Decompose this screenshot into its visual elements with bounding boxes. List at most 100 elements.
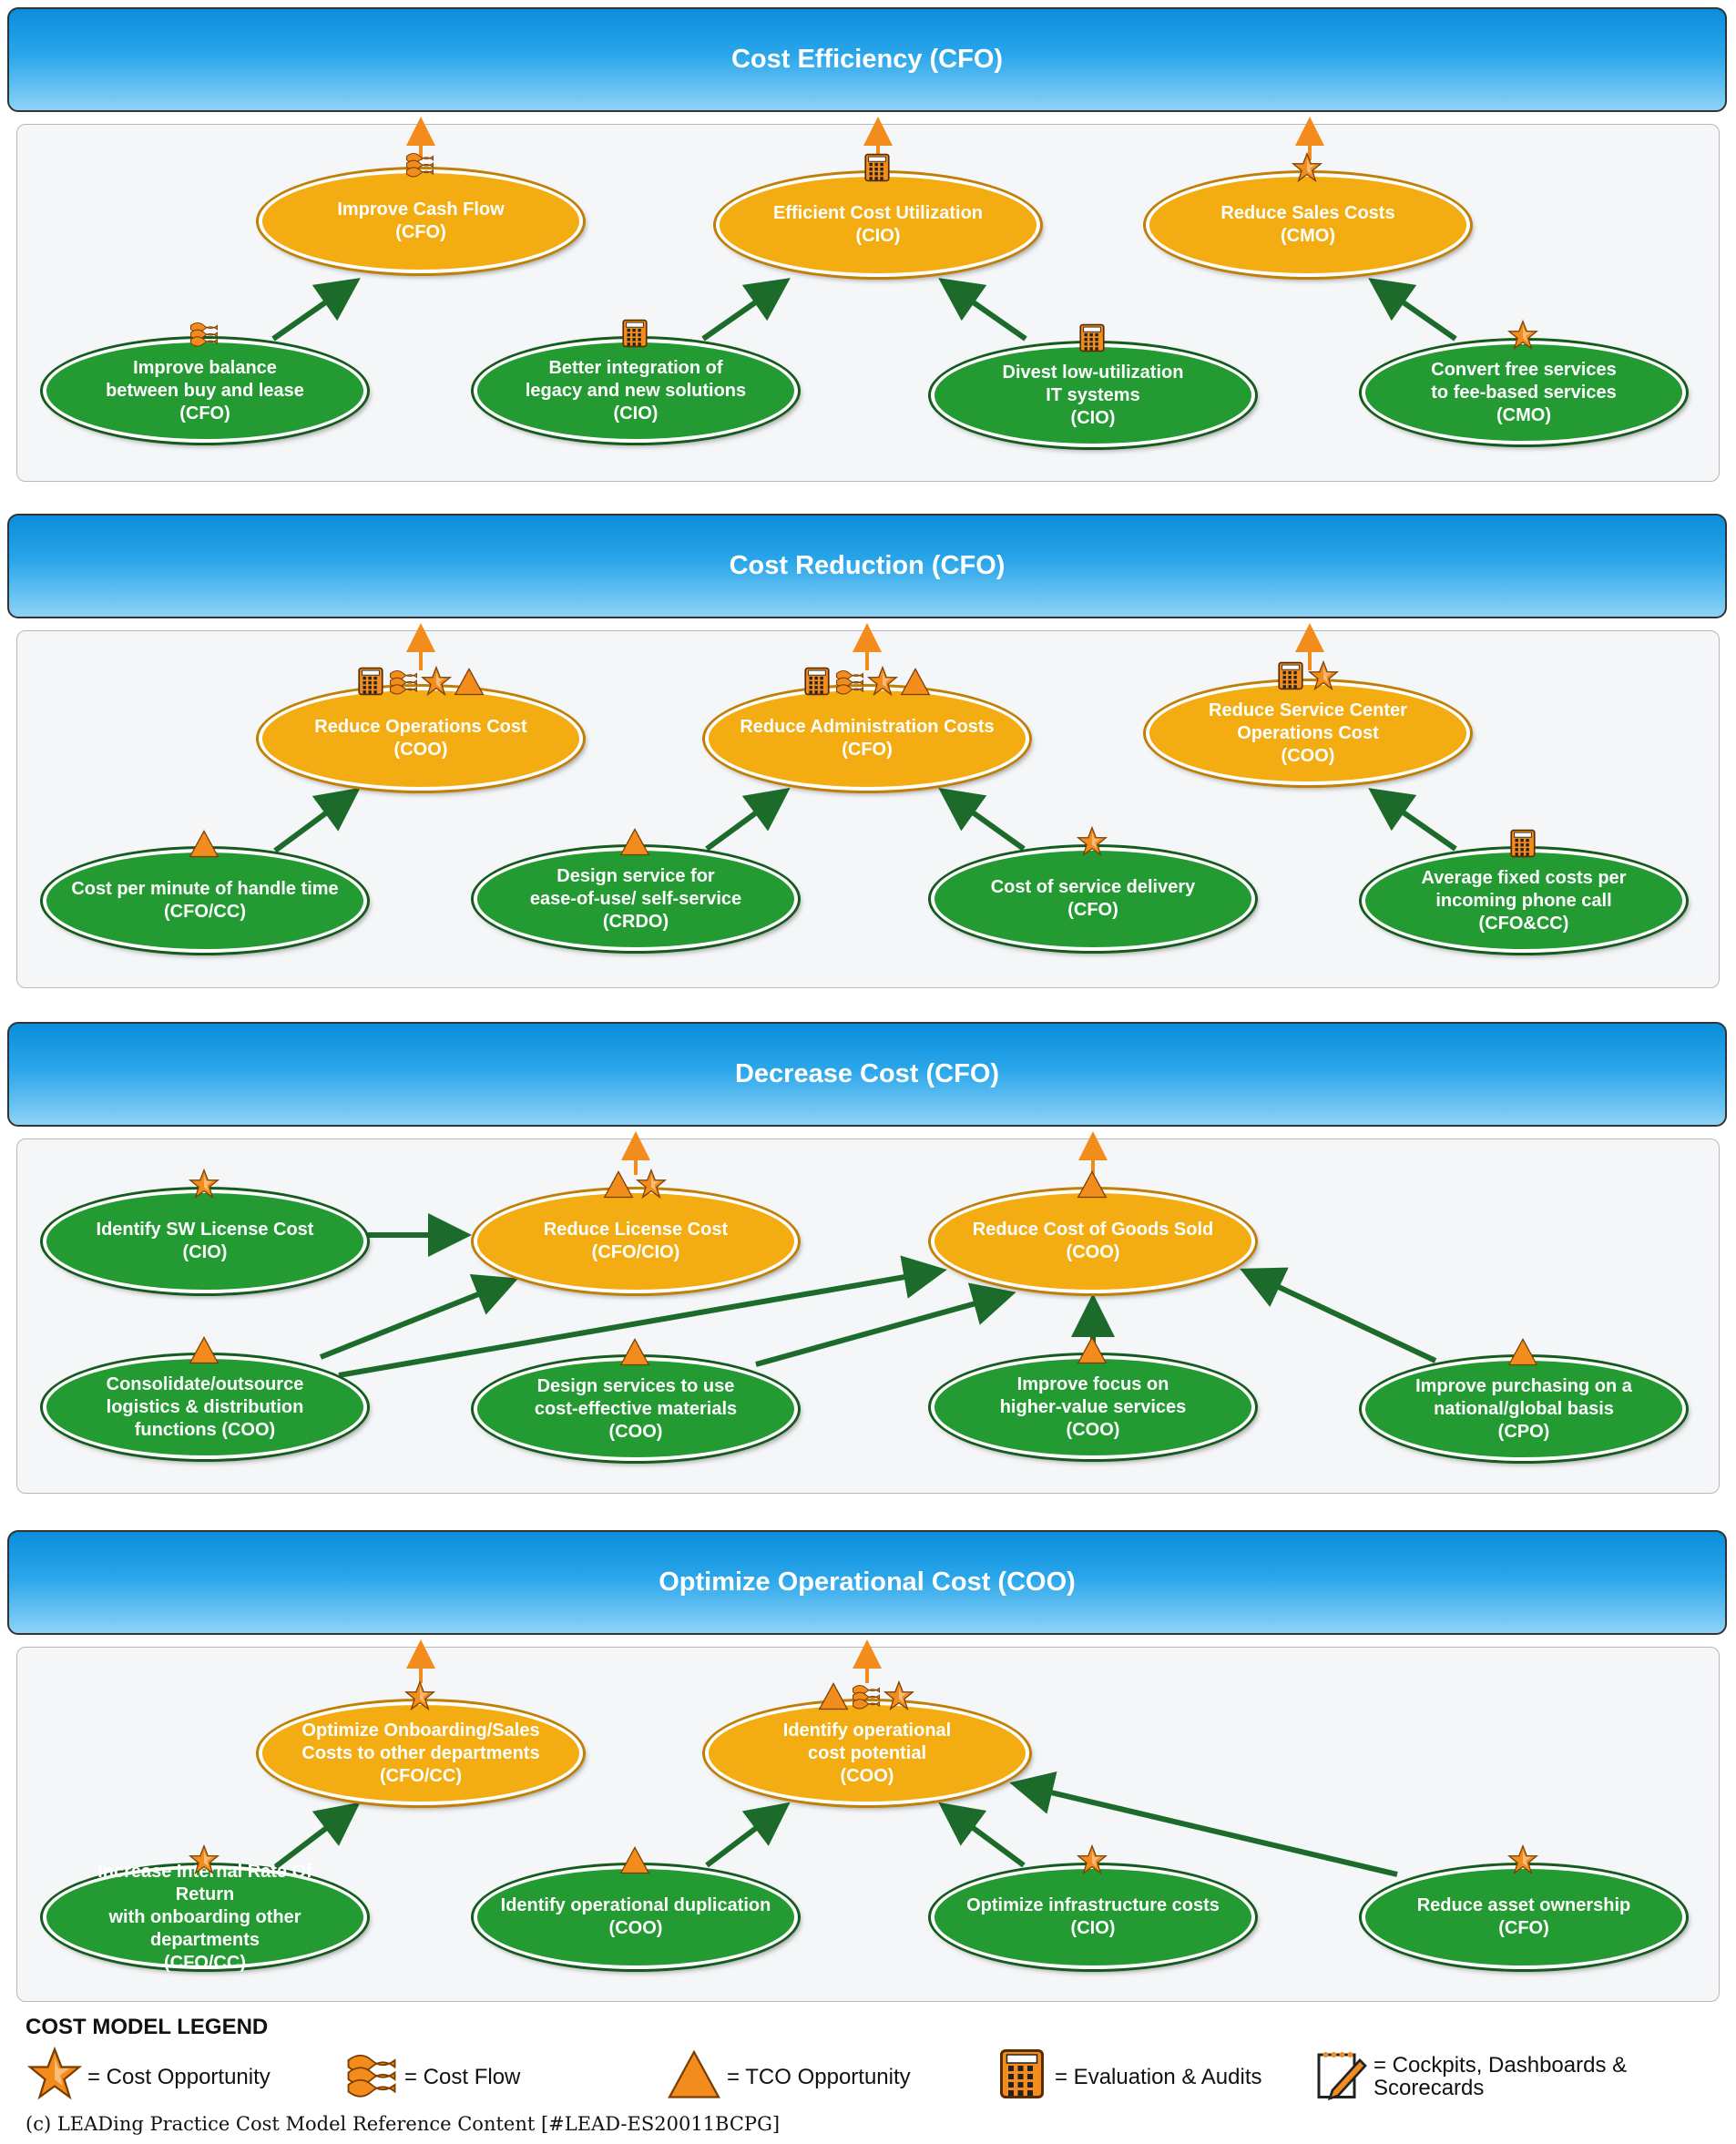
driver-node[interactable]: Divest low-utilization IT systems (CIO)	[931, 343, 1255, 447]
evaluation-audits-icon	[1077, 322, 1108, 358]
tco-opportunity-icon	[818, 1680, 849, 1716]
cost-opportunity-icon	[866, 665, 899, 701]
node-label: Reduce asset ownership (CFO)	[1416, 1895, 1631, 1938]
tco-opportunity-icon	[1507, 1336, 1538, 1372]
driver-node[interactable]: Average fixed costs per incoming phone c…	[1362, 849, 1686, 953]
goal-node[interactable]: Reduce Operations Cost (COO)	[259, 687, 583, 791]
driver-node[interactable]: Design services to use cost-effective ma…	[474, 1357, 798, 1461]
relation-arrow	[1240, 1267, 1437, 1363]
tco-opportunity-icon	[603, 1169, 634, 1204]
relation-arrow	[273, 787, 361, 853]
node-label: Optimize Onboarding/Sales Costs to other…	[301, 1720, 540, 1786]
node-label: Better integration of legacy and new sol…	[525, 357, 747, 424]
tco-opportunity-icon	[189, 1334, 220, 1370]
node-label: Identify SW License Cost (CIO)	[96, 1220, 314, 1262]
driver-node[interactable]: Cost of service delivery (CFO)	[931, 847, 1255, 951]
node-icon-group	[603, 1168, 668, 1204]
tco-opportunity-icon	[1077, 1334, 1108, 1370]
tco-opportunity-icon	[900, 666, 931, 701]
goal-node[interactable]: Reduce License Cost (CFO/CIO)	[474, 1189, 798, 1293]
section-title: Optimize Operational Cost (COO)	[659, 1567, 1076, 1597]
relation-arrow	[705, 1802, 791, 1868]
legend-item-cost-flow: = Cost Flow	[344, 2049, 520, 2104]
node-icon-group	[818, 1679, 915, 1716]
relation-arrow	[1009, 1771, 1398, 1877]
goal-node[interactable]: Efficient Cost Utilization (CIO)	[716, 173, 1040, 277]
node-icon-group	[619, 1843, 650, 1880]
cost-opportunity-icon	[403, 1679, 436, 1716]
cost-flow-icon	[834, 666, 865, 701]
node-icon-group	[619, 317, 650, 353]
node-label: Divest low-utilization IT systems (CIO)	[1002, 362, 1184, 428]
legend-label: = Cost Flow	[404, 2064, 521, 2089]
driver-node[interactable]: Better integration of legacy and new sol…	[474, 339, 798, 443]
goal-node[interactable]: Reduce Sales Costs (CMO)	[1146, 173, 1470, 277]
node-label: Identify operational cost potential (COO…	[782, 1720, 952, 1786]
cost-flow-icon	[189, 318, 220, 353]
legend-label: = Cost Opportunity	[87, 2064, 271, 2089]
legend-title: COST MODEL LEGEND	[26, 2015, 269, 2039]
goal-node[interactable]: Reduce Service Center Operations Cost (C…	[1146, 681, 1470, 785]
node-label: Cost of service delivery (CFO)	[990, 877, 1196, 920]
node-icon-group	[1076, 825, 1108, 862]
cost-opportunity-icon	[1307, 659, 1340, 696]
driver-node[interactable]: Cost per minute of handle time (CFO/CC)	[43, 849, 367, 953]
node-label: Reduce Administration Costs (CFO)	[740, 717, 995, 760]
driver-node[interactable]: Identify operational duplication (COO)	[474, 1865, 798, 1969]
driver-node[interactable]: Reduce asset ownership (CFO)	[1362, 1865, 1686, 1969]
relation-arrow	[319, 1274, 519, 1360]
cost-flow-icon	[404, 148, 435, 184]
node-icon-group	[188, 1168, 220, 1204]
node-icon-group	[404, 148, 435, 184]
evaluation-audits-icon	[995, 2047, 1049, 2108]
cost-opportunity-icon	[188, 1843, 220, 1880]
goal-node[interactable]: Reduce Cost of Goods Sold (COO)	[931, 1189, 1255, 1293]
goal-node[interactable]: Optimize Onboarding/Sales Costs to other…	[259, 1701, 583, 1805]
node-label: Design services to use cost-effective ma…	[534, 1375, 738, 1442]
node-label: Reduce Sales Costs (CMO)	[1220, 203, 1395, 246]
driver-node[interactable]: Convert free services to fee-based servi…	[1362, 341, 1686, 444]
section-header-decrease-cost: Decrease Cost (CFO)	[7, 1022, 1727, 1127]
legend-item-cockpits-dashboards: = Cockpits, Dashboards & Scorecards	[1313, 2049, 1627, 2104]
cost-opportunity-icon	[26, 2046, 83, 2108]
driver-node[interactable]: Improve focus on higher-value services (…	[931, 1355, 1255, 1459]
relation-arrow	[705, 787, 791, 852]
relation-arrow	[1368, 788, 1457, 852]
node-label: Optimize infrastructure costs (CIO)	[966, 1895, 1220, 1938]
node-label: Improve purchasing on a national/global …	[1415, 1375, 1632, 1442]
goal-node[interactable]: Identify operational cost potential (COO…	[705, 1701, 1029, 1805]
driver-node[interactable]: Design service for ease-of-use/ self-ser…	[474, 847, 798, 951]
relation-arrow	[701, 278, 791, 342]
driver-node[interactable]: Improve purchasing on a national/global …	[1362, 1357, 1686, 1461]
legend-label: = Evaluation & Audits	[1055, 2064, 1262, 2089]
node-label: Average fixed costs per incoming phone c…	[1421, 867, 1627, 934]
driver-node[interactable]: Increase Internal Rate Of Return with on…	[43, 1862, 367, 1973]
section-header-cost-efficiency: Cost Efficiency (CFO)	[7, 7, 1727, 112]
goal-node[interactable]: Reduce Administration Costs (CFO)	[705, 687, 1029, 791]
node-icon-group	[188, 1843, 220, 1880]
node-icon-group	[189, 827, 220, 863]
tco-opportunity-icon	[189, 828, 220, 863]
relation-arrow	[755, 1282, 1016, 1367]
driver-node[interactable]: Identify SW License Cost (CIO)	[43, 1189, 367, 1293]
node-icon-group	[403, 1679, 436, 1716]
node-label: Consolidate/outsource logistics & distri…	[106, 1373, 304, 1440]
cost-opportunity-icon	[635, 1168, 668, 1204]
node-icon-group	[189, 1333, 220, 1370]
node-label: Improve Cash Flow (CFO)	[337, 199, 505, 242]
driver-node[interactable]: Optimize infrastructure costs (CIO)	[931, 1865, 1255, 1969]
driver-node[interactable]: Improve balance between buy and lease (C…	[43, 339, 367, 443]
node-label: Reduce License Cost (CFO/CIO)	[543, 1220, 729, 1262]
node-icon-group	[1076, 1843, 1108, 1880]
relation-arrow	[273, 1802, 361, 1870]
cost-flow-icon	[851, 1680, 882, 1716]
driver-node[interactable]: Consolidate/outsource logistics & distri…	[43, 1355, 367, 1459]
section-title: Decrease Cost (CFO)	[734, 1059, 1000, 1088]
section-header-optimize-operational-cost: Optimize Operational Cost (COO)	[7, 1530, 1727, 1635]
tco-opportunity-icon	[667, 2047, 721, 2108]
cost-opportunity-icon	[1076, 1843, 1108, 1880]
footer-copyright: (c) LEADing Practice Cost Model Referenc…	[26, 2113, 781, 2135]
goal-node[interactable]: Improve Cash Flow (CFO)	[259, 169, 583, 273]
cost-opportunity-icon	[1506, 319, 1539, 355]
